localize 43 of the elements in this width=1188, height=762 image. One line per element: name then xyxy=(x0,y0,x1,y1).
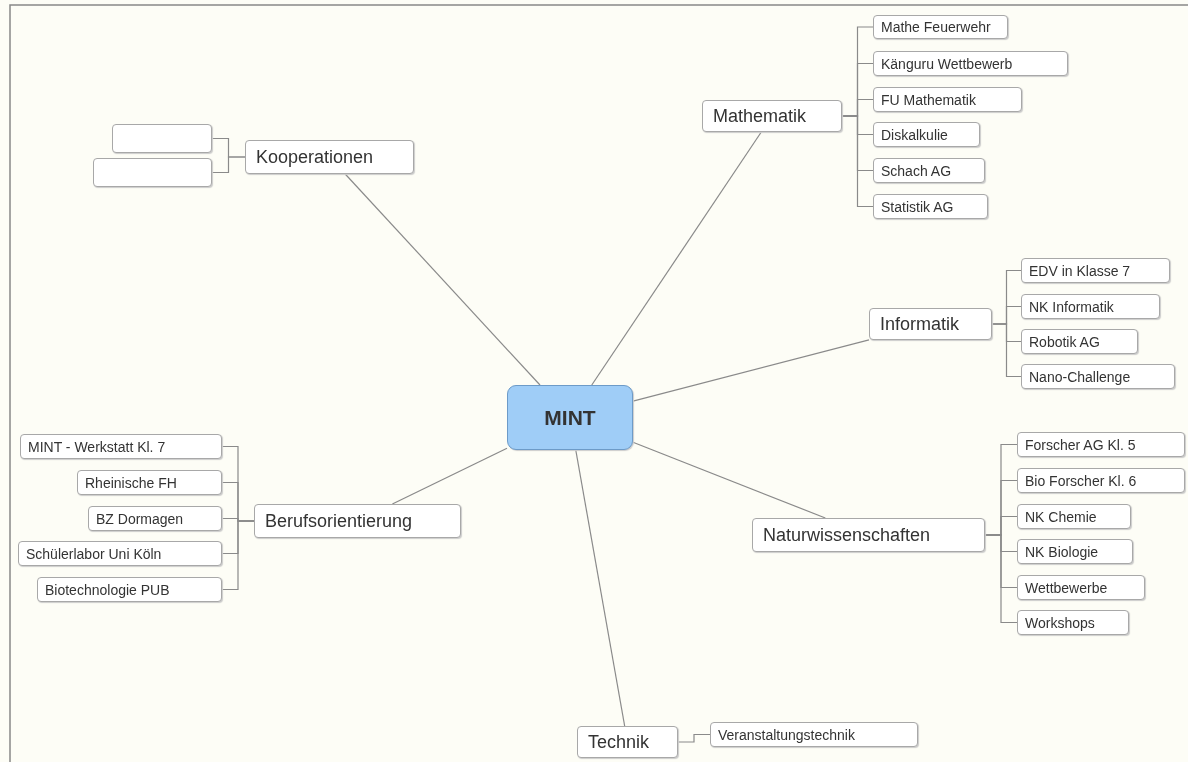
subtopic-box: Rheinische FH xyxy=(77,470,222,495)
subtopic-box: Forscher AG Kl. 5 xyxy=(1017,432,1185,457)
topic-box: Technik xyxy=(577,726,678,758)
connector-line xyxy=(991,323,1022,378)
subtopic-box: Wettbewerbe xyxy=(1017,575,1145,600)
subtopic-box: Mathe Feuerwehr xyxy=(873,15,1008,39)
subtopic-box: Robotik AG xyxy=(1021,329,1138,354)
connector-line xyxy=(677,733,711,743)
subtopic-box: NK Biologie xyxy=(1017,539,1133,564)
connector-line xyxy=(841,115,874,208)
subtopic-box: Diskalkulie xyxy=(873,122,980,147)
connector-line xyxy=(591,131,762,386)
connector-line xyxy=(984,534,1018,624)
subtopic-box: Schach AG xyxy=(873,158,985,183)
subtopic-box: Känguru Wettbewerb xyxy=(873,51,1068,76)
subtopic-box: Biotechnologie PUB xyxy=(37,577,222,602)
topic-box: Mathematik xyxy=(702,100,842,132)
central-topic: MINT xyxy=(507,385,633,450)
subtopic-box: NK Chemie xyxy=(1017,504,1131,529)
connector-line xyxy=(632,339,870,402)
subtopic-box: Workshops xyxy=(1017,610,1129,635)
topic-box: Berufsorientierung xyxy=(254,504,461,538)
subtopic-box: MINT - Werkstatt Kl. 7 xyxy=(20,434,222,459)
connector-line xyxy=(344,173,541,386)
subtopic-box xyxy=(112,124,212,153)
subtopic-box: FU Mathematik xyxy=(873,87,1022,112)
subtopic-box: Veranstaltungstechnik xyxy=(710,722,918,747)
subtopic-box xyxy=(93,158,212,187)
subtopic-box: Bio Forscher Kl. 6 xyxy=(1017,468,1185,493)
connector-line xyxy=(391,447,508,505)
connector-line xyxy=(632,441,826,519)
topic-box: Kooperationen xyxy=(245,140,414,174)
subtopic-box: Statistik AG xyxy=(873,194,988,219)
connector-line xyxy=(211,156,246,174)
subtopic-box: Nano-Challenge xyxy=(1021,364,1175,389)
subtopic-box: EDV in Klasse 7 xyxy=(1021,258,1170,283)
topic-box: Informatik xyxy=(869,308,992,340)
connector-line xyxy=(221,520,255,591)
topic-box: Naturwissenschaften xyxy=(752,518,985,552)
subtopic-box: BZ Dormagen xyxy=(88,506,222,531)
subtopic-box: NK Informatik xyxy=(1021,294,1160,319)
subtopic-box: Schülerlabor Uni Köln xyxy=(18,541,222,566)
connector-line xyxy=(575,449,626,727)
